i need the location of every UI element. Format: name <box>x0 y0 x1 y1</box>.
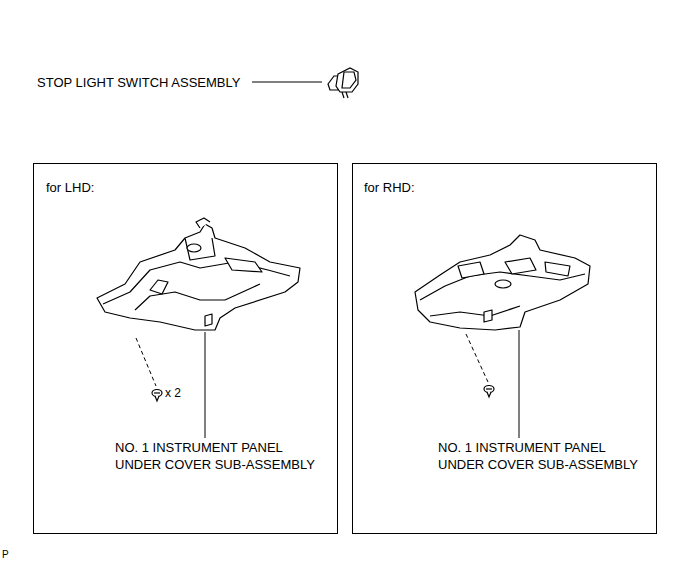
panel-box: for RHD: <box>352 163 657 534</box>
leader-line <box>519 330 520 438</box>
part-name: STOP LIGHT SWITCH ASSEMBLY <box>37 74 240 91</box>
panel-heading: for RHD: <box>364 180 415 195</box>
leader-line <box>205 332 206 438</box>
figure-code: P <box>2 546 9 563</box>
switch-icon <box>328 68 358 98</box>
quantity-note: x 2 <box>165 385 181 402</box>
leader-line <box>252 82 322 83</box>
screw-symbol <box>484 386 494 398</box>
part-name: NO. 1 INSTRUMENT PANEL UNDER COVER SUB-A… <box>438 439 650 473</box>
under-cover-lhd <box>97 218 300 330</box>
dashed-guide <box>136 338 156 386</box>
panel-heading: for LHD: <box>46 180 94 195</box>
under-cover-rhd <box>415 235 590 330</box>
panel-box: for LHD: <box>33 163 338 534</box>
dashed-guide <box>466 334 488 382</box>
part-name: NO. 1 INSTRUMENT PANEL UNDER COVER SUB-A… <box>115 439 327 473</box>
screw-symbol <box>152 390 162 402</box>
